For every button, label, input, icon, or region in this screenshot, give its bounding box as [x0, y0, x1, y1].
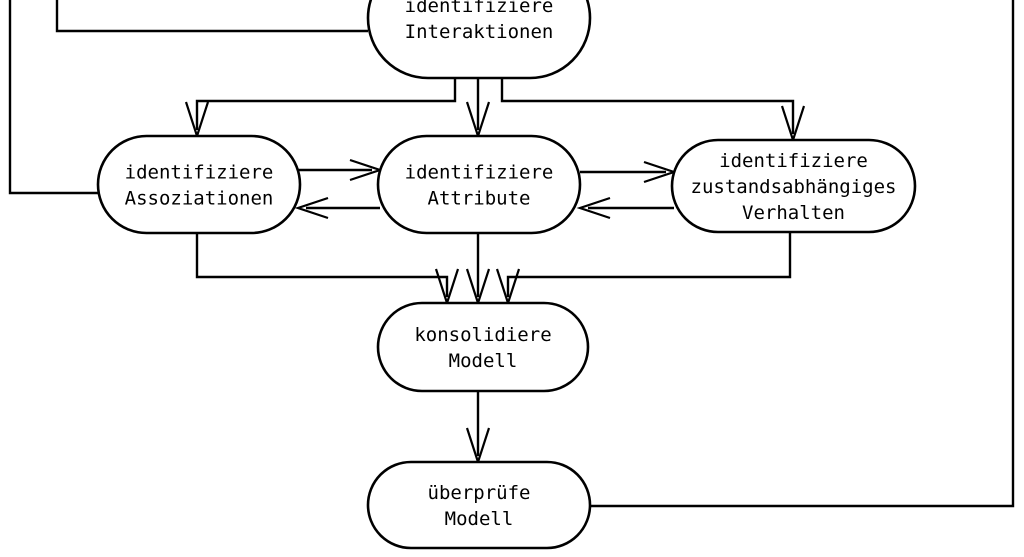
node-assoziationen-label-line-1: identifiziere — [125, 162, 274, 184]
node-ueberpruefe-label-line-2: Modell — [445, 508, 514, 530]
node-assoziationen-label-line-2: Assoziationen — [125, 188, 274, 210]
edge-left-rail-to-assoziationen — [8, 0, 100, 195]
arrowhead-attribute-to-assoziationen — [294, 196, 329, 220]
node-interaktionen-label-line-1: identifiziere — [405, 0, 554, 17]
node-attribute-label-line-1: identifiziere — [405, 162, 554, 184]
edge-assoziationen-to-konsolidiere — [195, 233, 449, 297]
edge-interaktionen-to-assoziationen — [195, 78, 457, 130]
edge-ueberpruefe-feedback-right — [588, 0, 1015, 508]
arrowhead-verhalten-to-attribute — [576, 196, 611, 220]
edge-interaktionen-to-verhalten — [500, 78, 795, 134]
node-ueberpruefe-label-line-1: überprüfe — [428, 482, 531, 504]
edge-verhalten-to-konsolidiere — [506, 232, 792, 297]
node-interaktionen-label-line-2: Interaktionen — [405, 21, 554, 43]
node-verhalten-label-line-3: Verhalten — [742, 202, 845, 224]
edge-interaktionen-feedback-up — [55, 0, 368, 33]
node-verhalten-label-line-2: zustandsabhängiges — [691, 176, 897, 198]
edges-layer — [8, 0, 1015, 508]
node-konsolidiere-label-line-1: konsolidiere — [414, 324, 551, 346]
node-verhalten-label-line-1: identifiziere — [719, 150, 868, 172]
node-attribute-label-line-2: Attribute — [428, 188, 531, 210]
node-konsolidiere-label-line-2: Modell — [449, 350, 518, 372]
nodes-layer: identifiziereInteraktionenidentifiziereA… — [96, 0, 917, 550]
